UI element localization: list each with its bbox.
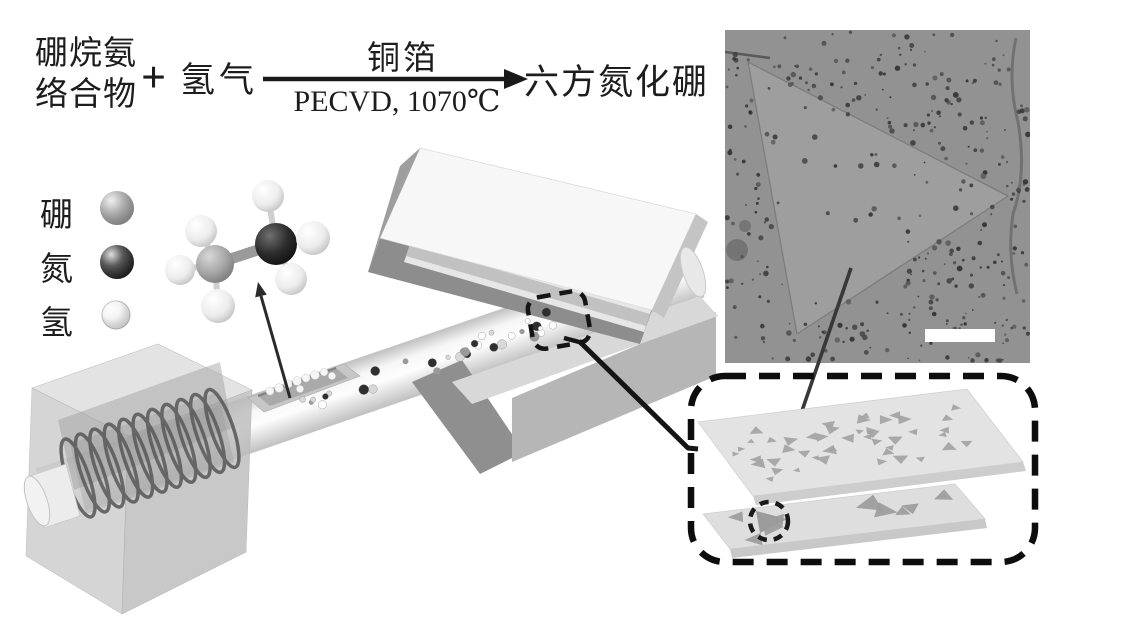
legend-label-boron: 硼 (40, 198, 73, 234)
furnace-lid (368, 147, 708, 344)
top-substrate-plate (697, 388, 1024, 497)
hydrogen-atom (185, 215, 217, 247)
legend-label-hydrogen: 氢 (40, 306, 73, 342)
equation-reactant2: 氢气 (180, 61, 259, 100)
tube-inlet-stub (23, 463, 81, 529)
nitrogen-atom (255, 223, 297, 265)
legend-sphere-boron-icon (100, 191, 134, 225)
growth-schematic-dashed-panel (687, 372, 1039, 566)
molecule-callout-arrow (255, 282, 292, 399)
reaction-arrow (263, 69, 528, 89)
hbn-triangle-domain (748, 62, 1008, 334)
equation-condition-above-arrow: 铜箔 (367, 41, 439, 77)
optical-micrograph (725, 30, 1030, 363)
equation-reactant1: 硼烷氨 络合物 (35, 36, 137, 113)
zoom-panel-dashed-border (687, 372, 1039, 566)
foil-zone-dashed-rect (525, 289, 593, 351)
hydrogen-atom (201, 289, 235, 323)
precursor-boat (247, 363, 361, 413)
highlighted-triangle-flake (756, 511, 787, 533)
hydrogen-atom (165, 255, 195, 285)
equation-product: 六方氮化硼 (524, 63, 710, 102)
hydrogen-atom (275, 263, 307, 295)
borane-ammonia-molecule (165, 180, 330, 323)
scale-bar (925, 329, 995, 342)
induction-coil (59, 387, 241, 519)
highlighted-domain-dashed-circle (747, 499, 791, 543)
foil-zone-annotation (525, 289, 699, 452)
hydrogen-atom (252, 180, 284, 212)
top-plate-triangle-flakes (732, 404, 973, 482)
micrograph-speckles (725, 30, 1030, 363)
gas-particle-dots (299, 307, 557, 410)
hydrogen-atom (296, 221, 330, 255)
legend-sphere-hydrogen-icon (101, 300, 131, 330)
tube-outlet-cap (679, 246, 707, 298)
legend-sphere-nitrogen-icon (100, 245, 134, 279)
equation-condition-below-arrow: PECVD, 1070℃ (293, 85, 501, 118)
boron-atom (196, 245, 234, 283)
legend-label-nitrogen: 氮 (40, 252, 73, 288)
equation-plus-sign: + (141, 53, 167, 102)
arrowhead-icon (504, 69, 528, 89)
foil-zone-callout-line (577, 339, 699, 452)
